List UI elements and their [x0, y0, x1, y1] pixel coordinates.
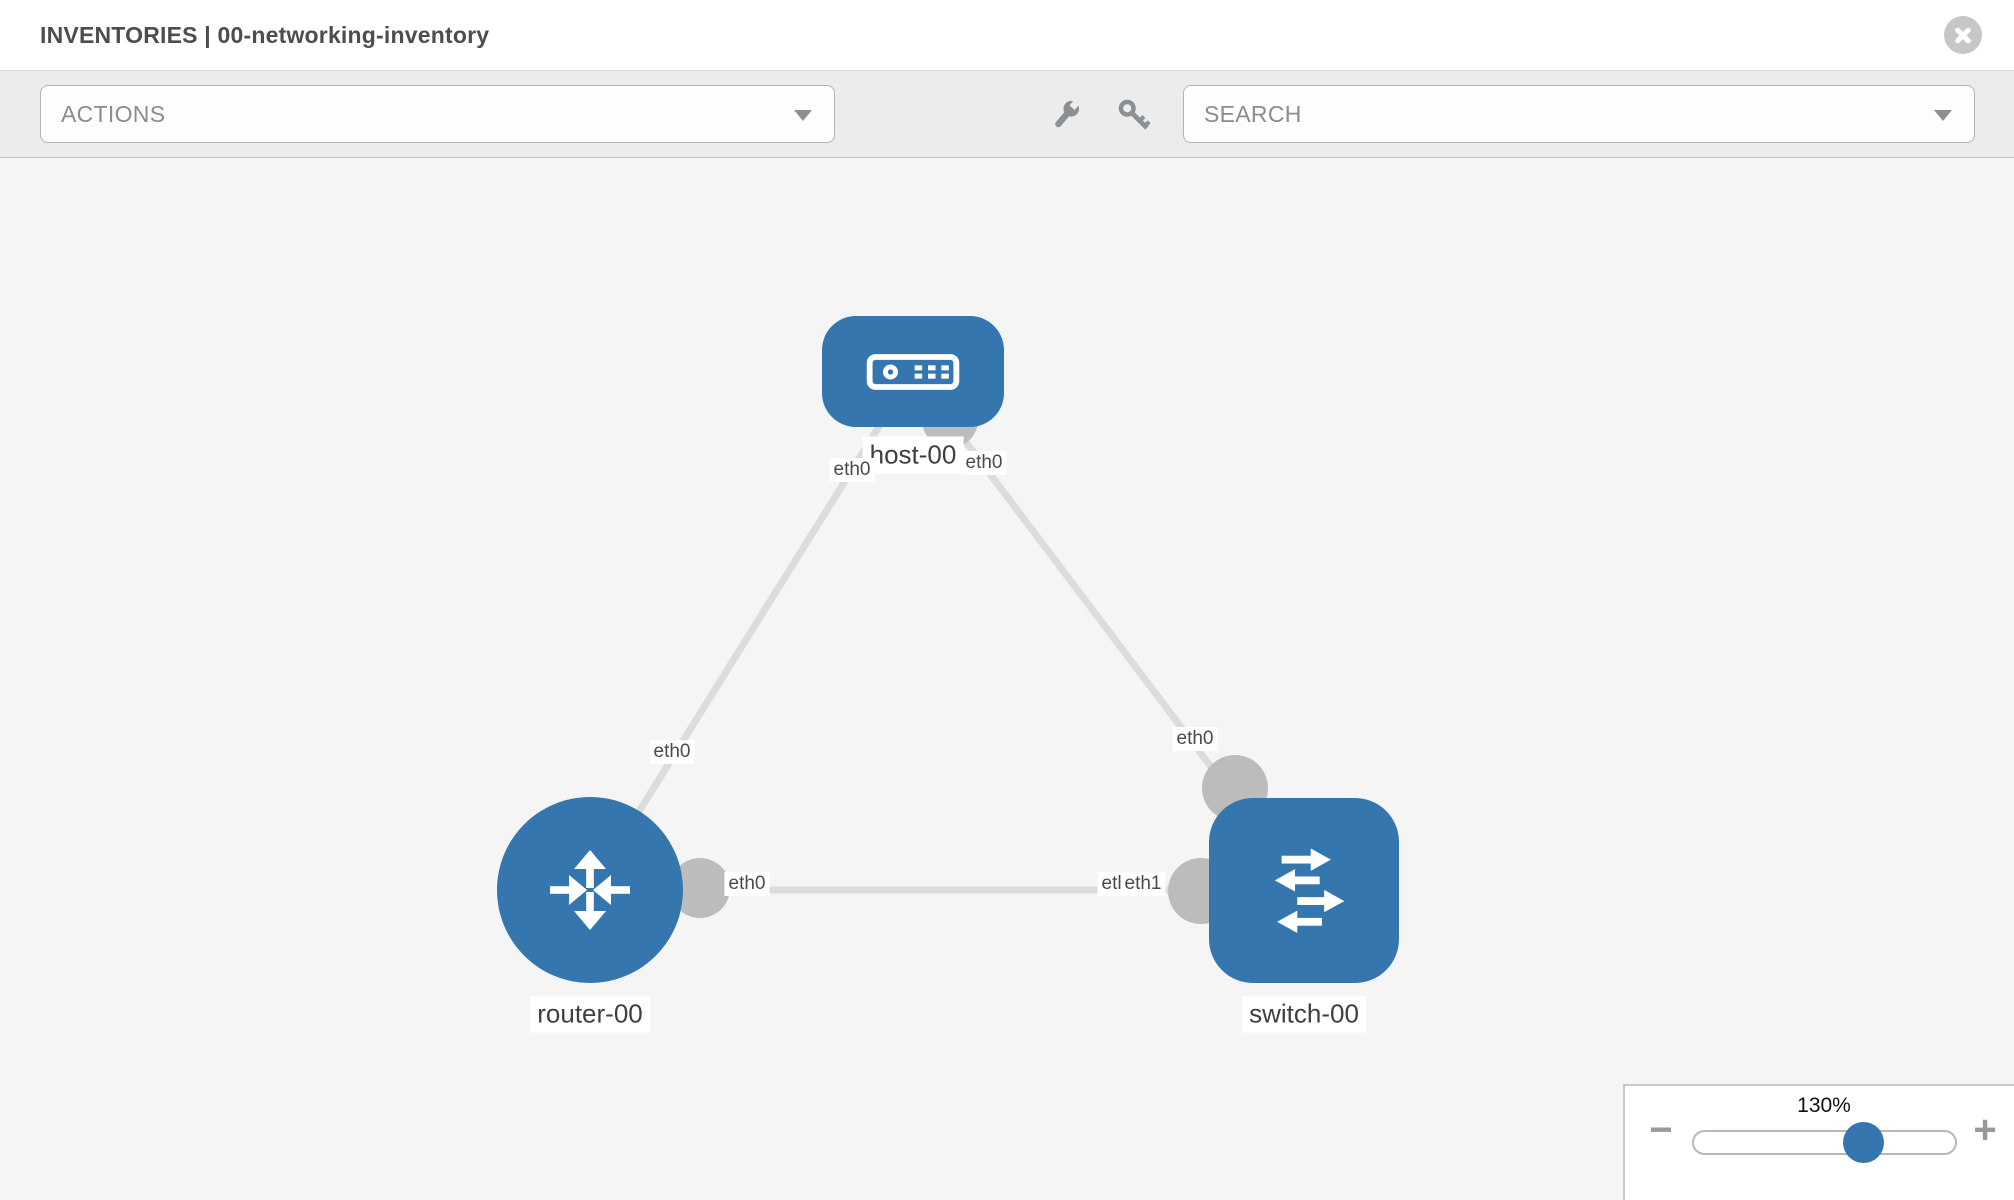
zoom-slider-handle[interactable]	[1843, 1122, 1884, 1163]
close-button[interactable]	[1944, 16, 1982, 54]
router-icon	[550, 850, 630, 930]
links-layer	[587, 369, 1307, 894]
iface-label-router-eth0: eth0	[724, 872, 770, 896]
toolbar: ACTIONS SEARCH	[0, 70, 2014, 158]
zoom-in-button[interactable]: +	[1965, 1108, 2005, 1152]
node-label-router: router-00	[530, 995, 650, 1033]
iface-label-router-eth0: eth0	[649, 740, 695, 764]
search-placeholder: SEARCH	[1204, 101, 1302, 127]
actions-dropdown-label: ACTIONS	[61, 101, 166, 127]
key-icon	[1118, 99, 1151, 130]
switch-icon	[1274, 847, 1345, 933]
wrench-tool-button[interactable]	[1048, 97, 1084, 133]
zoom-slider-track[interactable]	[1692, 1130, 1957, 1155]
node-label-host: host-00	[862, 436, 964, 474]
node-host-00[interactable]	[822, 316, 1004, 427]
zoom-out-button[interactable]: −	[1641, 1108, 1681, 1152]
iface-label-switch-eth0: eth0	[1172, 727, 1218, 751]
caret-down-icon	[794, 110, 812, 121]
node-switch-00[interactable]	[1209, 798, 1399, 983]
node-router-00[interactable]	[497, 797, 683, 983]
zoom-level-text: 130%	[1797, 1094, 1851, 1117]
search-dropdown[interactable]: SEARCH	[1183, 85, 1975, 143]
iface-label-switch-eth1: eth1	[1120, 872, 1166, 896]
iface-label-host-eth0: eth0	[829, 458, 875, 482]
header: INVENTORIES | 00-networking-inventory	[0, 0, 2014, 70]
node-label-switch: switch-00	[1242, 995, 1366, 1033]
caret-down-icon	[1934, 110, 1952, 121]
iface-label-host-eth0: eth0	[961, 451, 1007, 475]
wrench-icon	[1055, 98, 1081, 128]
actions-dropdown[interactable]: ACTIONS	[40, 85, 835, 143]
host-icon	[866, 353, 960, 390]
topology-canvas[interactable]: host-00 router-00 switch-00 eth0 eth0 et…	[0, 158, 2014, 1200]
page-title: INVENTORIES | 00-networking-inventory	[40, 22, 490, 48]
zoom-widget: 130% − +	[1623, 1084, 2014, 1200]
key-tool-button[interactable]	[1116, 97, 1152, 133]
